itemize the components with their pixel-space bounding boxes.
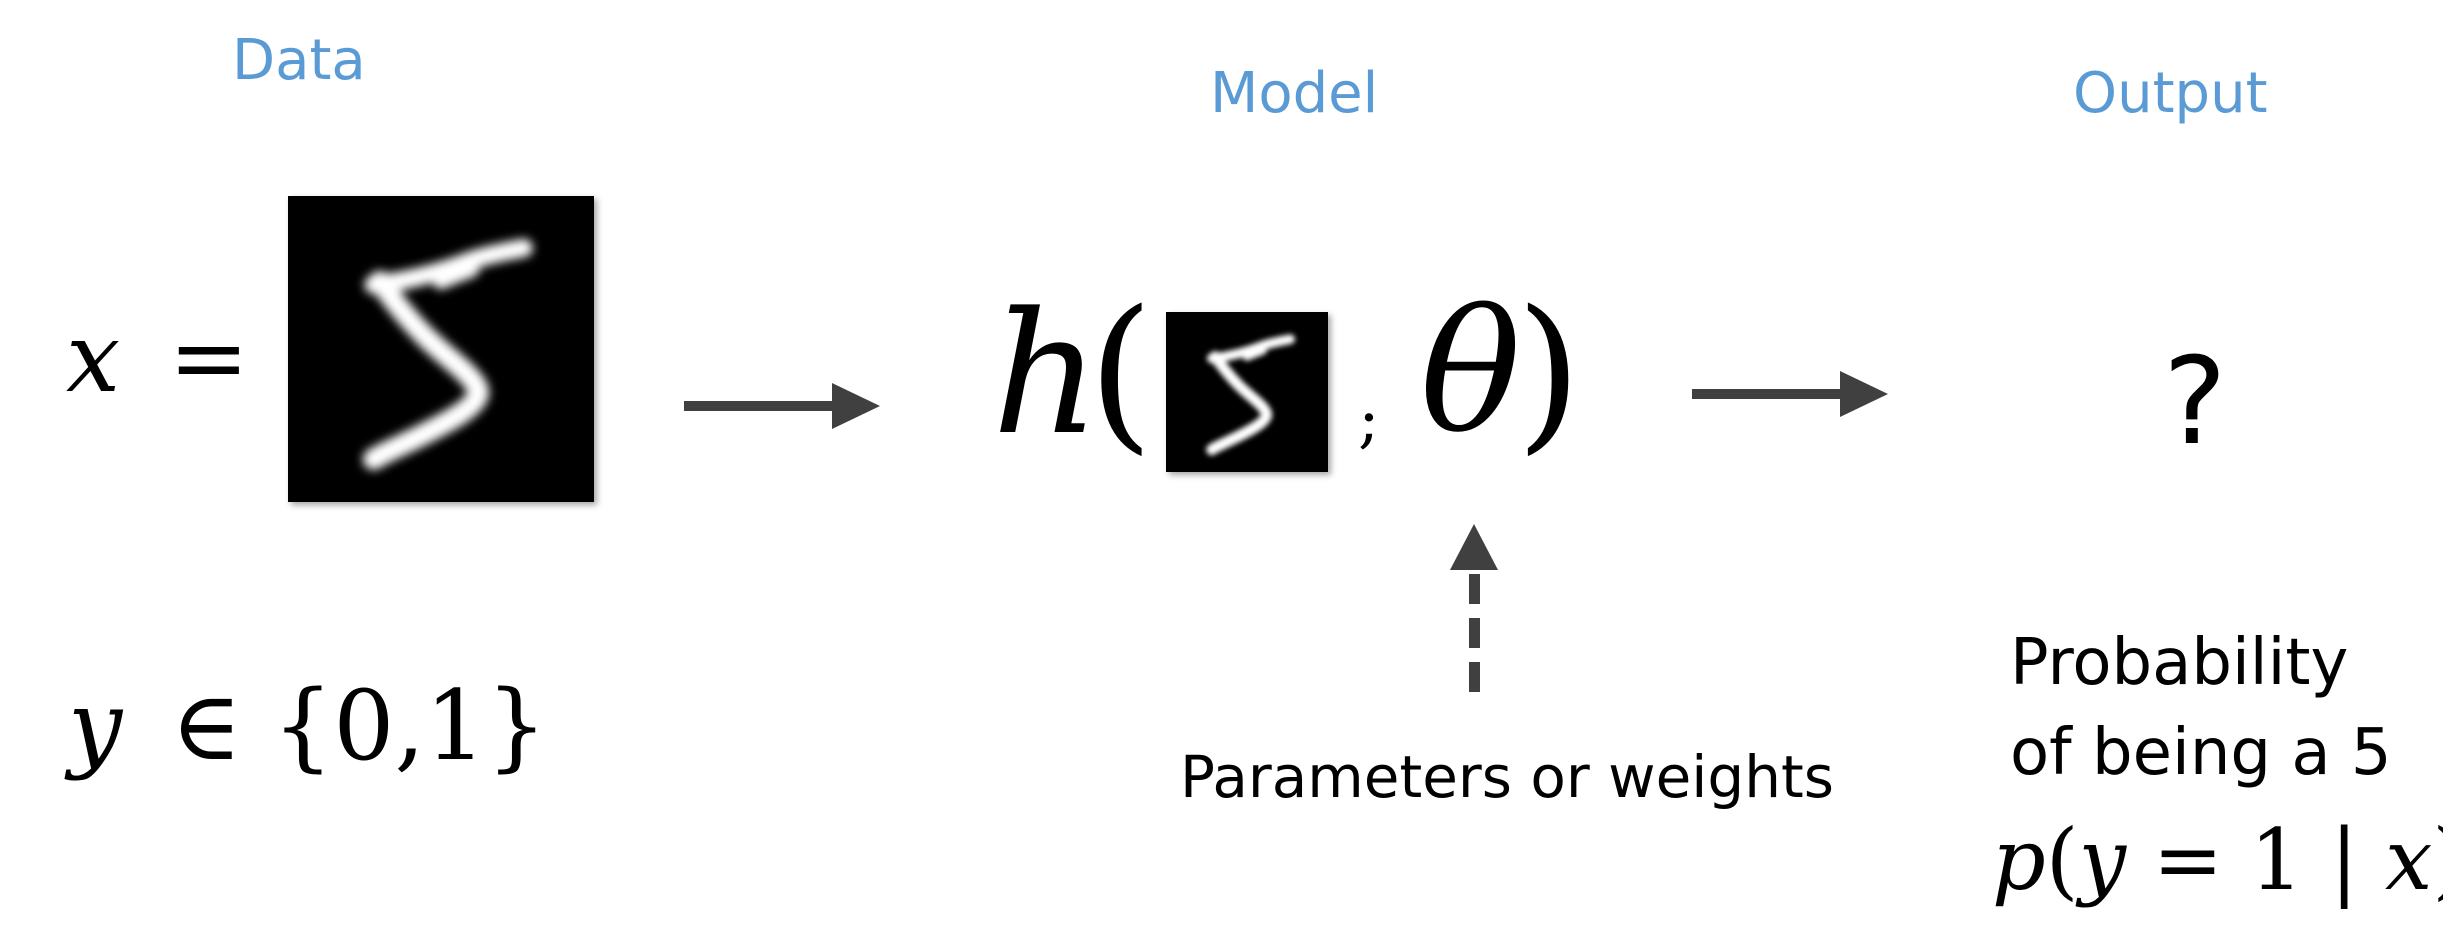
parameters-label: Parameters or weights (1180, 743, 1834, 811)
right-arrow-icon (1692, 371, 1888, 417)
model-function-h: h (992, 276, 1101, 472)
probability-line-2: of being a 5 (2010, 716, 2392, 790)
formula-x: x (2384, 811, 2433, 909)
formula-p: p (1992, 811, 2046, 909)
digit-five-image (362, 238, 533, 470)
equals-sign: = (168, 302, 250, 414)
formula-y: y (2078, 811, 2127, 909)
y-set-expression: y ∈ {0,1} (68, 678, 547, 774)
theta-parameter: θ (1420, 274, 1522, 470)
model-heading: Model (1210, 61, 1379, 126)
model-digit-image (1166, 312, 1328, 472)
output-question-mark: ? (2163, 333, 2227, 472)
x-variable: x (66, 302, 121, 414)
input-digit-image (288, 196, 594, 502)
x-equals-expression: x = (66, 310, 249, 406)
formula-close-paren: ) (2432, 811, 2443, 909)
model-separator: ; (1358, 383, 1380, 457)
probability-formula: p(y = 1 | x) (1992, 818, 2443, 902)
probability-line-1: Probability (2010, 626, 2349, 700)
model-close-paren: ) (1516, 274, 1582, 470)
output-heading: Output (2073, 61, 2268, 126)
model-open-paren: ( (1088, 274, 1154, 470)
dashed-up-arrow-icon (1450, 524, 1498, 692)
formula-equals-one-given: = 1 | (2152, 811, 2359, 909)
data-heading: Data (232, 28, 366, 93)
formula-open-paren: ( (2045, 811, 2079, 909)
right-arrow-icon (684, 383, 880, 429)
digit-five-image (1206, 334, 1295, 456)
y-variable: y (68, 670, 123, 782)
y-set-membership: ∈ {0,1} (170, 670, 548, 782)
